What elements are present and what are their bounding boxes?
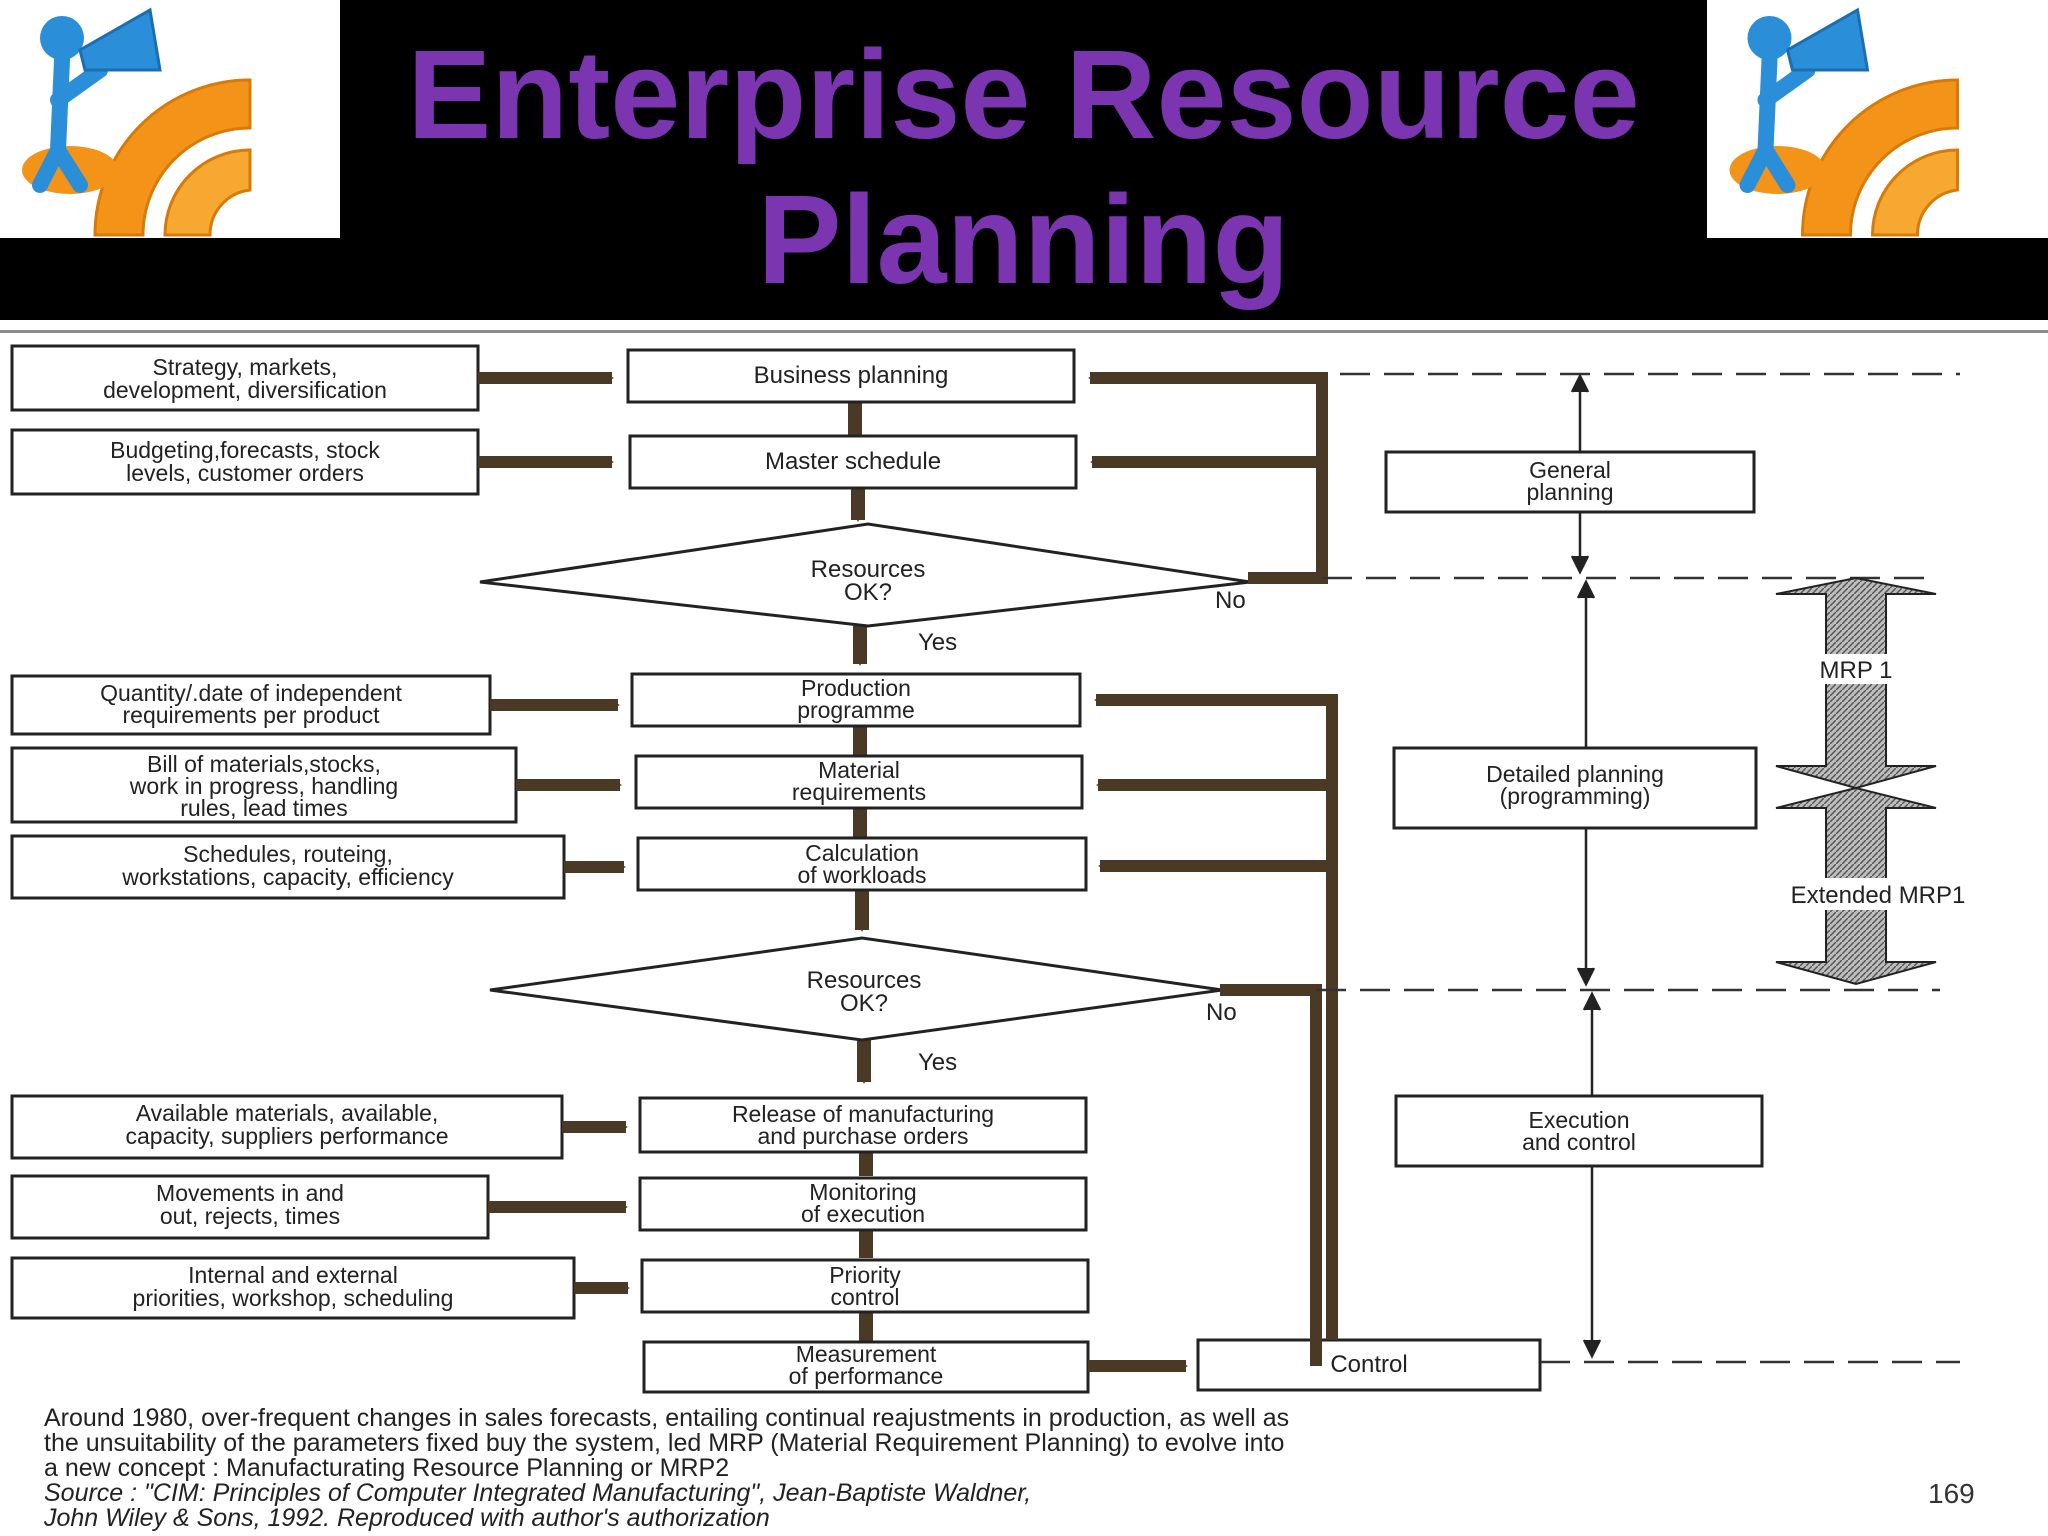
step-label: programme	[797, 697, 915, 723]
input-box-7: Movements in and out, rejects, times	[10, 1174, 490, 1240]
step-label: Measurement	[796, 1341, 937, 1367]
input-text: Movements in and	[156, 1180, 344, 1206]
page-number: 169	[1928, 1478, 1975, 1509]
main-flow-spine	[848, 402, 873, 1342]
megaphone-rss-icon	[1707, 0, 2048, 238]
decision-resources-ok-2: Resources OK?	[489, 936, 1223, 1042]
input-box-2: Budgeting,forecasts, stock levels, custo…	[10, 428, 480, 496]
slide-header: Enterprise Resource Planning	[0, 0, 2048, 320]
input-text: development, diversification	[103, 377, 387, 403]
erp-flow-diagram: Strategy, markets, development, diversif…	[10, 344, 2010, 1394]
step-label: of performance	[789, 1363, 944, 1389]
phase-label: planning	[1527, 479, 1614, 505]
step-label: Material	[818, 757, 900, 783]
input-box-6: Available materials, available, capacity…	[10, 1094, 564, 1160]
extended-mrp1-label: Extended MRP1	[1791, 882, 1966, 909]
feedback-loops	[1088, 372, 1338, 1366]
phase-label: (programming)	[1500, 783, 1651, 809]
phase-label: Execution	[1528, 1107, 1629, 1133]
header-separator	[0, 330, 2048, 333]
step-control: Control	[1196, 1338, 1542, 1392]
decision-label: OK?	[844, 579, 892, 606]
caption-source: John Wiley & Sons, 1992. Reproduced with…	[44, 1504, 770, 1532]
slide-title-line2: Planning	[757, 169, 1290, 310]
caption-line: a new concept : Manufacturating Resource…	[44, 1454, 730, 1482]
decision-label: Resources	[811, 556, 926, 583]
step-label: Release of manufacturing	[732, 1101, 994, 1127]
step-label: Calculation	[805, 840, 919, 866]
phase-general-planning: General planning	[1384, 450, 1756, 514]
input-text: Internal and external	[188, 1262, 398, 1288]
step-label: requirements	[792, 779, 926, 805]
step-label: Business planning	[754, 362, 949, 389]
decision-resources-ok-1: Resources OK?	[479, 522, 1251, 628]
mrp1-label-bg	[1798, 654, 1916, 684]
input-text: Budgeting,forecasts, stock	[110, 437, 380, 463]
step-label: of workloads	[797, 862, 926, 888]
input-text: requirements per product	[123, 702, 381, 728]
step-label: and purchase orders	[758, 1123, 969, 1149]
input-arrows	[478, 372, 630, 1294]
step-calculation-workloads: Calculation of workloads	[636, 836, 1088, 892]
input-text: Bill of materials,stocks,	[147, 751, 381, 777]
phase-detailed-planning: Detailed planning (programming)	[1392, 746, 1758, 830]
decision-label: OK?	[840, 990, 888, 1017]
phase-dividers	[1316, 372, 1960, 1364]
extended-mrp1-label-bg	[1746, 878, 2010, 910]
input-text: rules, lead times	[180, 795, 347, 821]
phase-label: General	[1529, 457, 1611, 483]
step-master-schedule: Master schedule	[628, 434, 1078, 490]
phase-label: and control	[1522, 1129, 1636, 1155]
caption-source: Source : "CIM: Principles of Computer In…	[44, 1479, 1032, 1507]
no-label: No	[1215, 587, 1246, 614]
step-label: Monitoring	[809, 1179, 916, 1205]
step-measurement-performance: Measurement of performance	[642, 1340, 1090, 1394]
step-material-requirements: Material requirements	[634, 754, 1084, 810]
step-label: Production	[801, 675, 911, 701]
diagram-caption: Around 1980, over-frequent changes in sa…	[44, 1406, 2004, 1531]
step-production-programme: Production programme	[630, 672, 1082, 728]
input-box-3: Quantity/.date of independent requiremen…	[10, 674, 492, 736]
input-text: Available materials, available,	[136, 1100, 439, 1126]
megaphone-rss-icon	[0, 0, 340, 238]
step-business-planning: Business planning	[626, 348, 1076, 404]
input-text: priorities, workshop, scheduling	[133, 1285, 454, 1311]
input-text: work in progress, handling	[129, 773, 398, 799]
input-text: capacity, suppliers performance	[126, 1123, 449, 1149]
phase-execution-control: Execution and control	[1394, 1094, 1764, 1168]
yes-label: Yes	[918, 1049, 957, 1076]
input-text: Schedules, routeing,	[183, 841, 393, 867]
step-label: Control	[1330, 1351, 1407, 1378]
step-monitoring-execution: Monitoring of execution	[638, 1176, 1088, 1232]
input-box-8: Internal and external priorities, worksh…	[10, 1256, 576, 1320]
caption-line: Around 1980, over-frequent changes in sa…	[44, 1404, 1290, 1432]
decision-label: Resources	[807, 967, 922, 994]
yes-label: Yes	[918, 629, 957, 656]
step-label: Master schedule	[765, 448, 941, 475]
input-text: Quantity/.date of independent	[100, 680, 402, 706]
step-label: Priority	[829, 1262, 901, 1288]
step-label: control	[830, 1284, 899, 1310]
phase-label: Detailed planning	[1486, 761, 1664, 787]
step-priority-control: Priority control	[640, 1258, 1090, 1314]
mrp1-label: MRP 1	[1820, 657, 1893, 684]
no-label: No	[1206, 999, 1237, 1026]
input-box-4: Bill of materials,stocks, work in progre…	[10, 746, 518, 824]
slide-title-line1: Enterprise Resource	[407, 24, 1640, 165]
caption-line: the unsuitability of the parameters fixe…	[44, 1429, 1285, 1457]
input-text: out, rejects, times	[160, 1203, 340, 1229]
input-text: Strategy, markets,	[153, 354, 338, 380]
input-box-1: Strategy, markets, development, diversif…	[10, 344, 480, 412]
input-text: levels, customer orders	[126, 460, 364, 486]
input-text: workstations, capacity, efficiency	[121, 864, 454, 890]
step-label: of execution	[801, 1201, 925, 1227]
step-release-orders: Release of manufacturing and purchase or…	[638, 1096, 1088, 1154]
input-box-5: Schedules, routeing, workstations, capac…	[10, 834, 566, 900]
phase-timeline	[1570, 373, 1602, 1359]
